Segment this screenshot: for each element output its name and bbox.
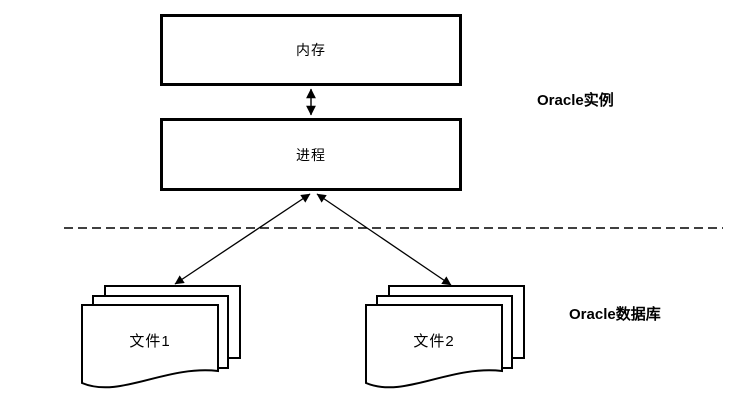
process-file1-arrow bbox=[174, 193, 311, 285]
oracle-database-region-label: Oracle数据库 bbox=[569, 306, 661, 323]
process-node-label: 进程 bbox=[296, 146, 326, 163]
process-node-box: 进程 bbox=[160, 118, 462, 191]
oracle-instance-region-label: Oracle实例 bbox=[537, 92, 614, 109]
process-file2-arrow bbox=[316, 193, 452, 286]
file1-document-shape bbox=[81, 304, 219, 389]
file1-stack bbox=[81, 285, 241, 389]
memory-node-label: 内存 bbox=[296, 42, 326, 58]
memory-node-box: 内存 bbox=[160, 14, 462, 86]
file2-document-shape bbox=[365, 304, 503, 389]
file2-stack bbox=[365, 285, 525, 389]
